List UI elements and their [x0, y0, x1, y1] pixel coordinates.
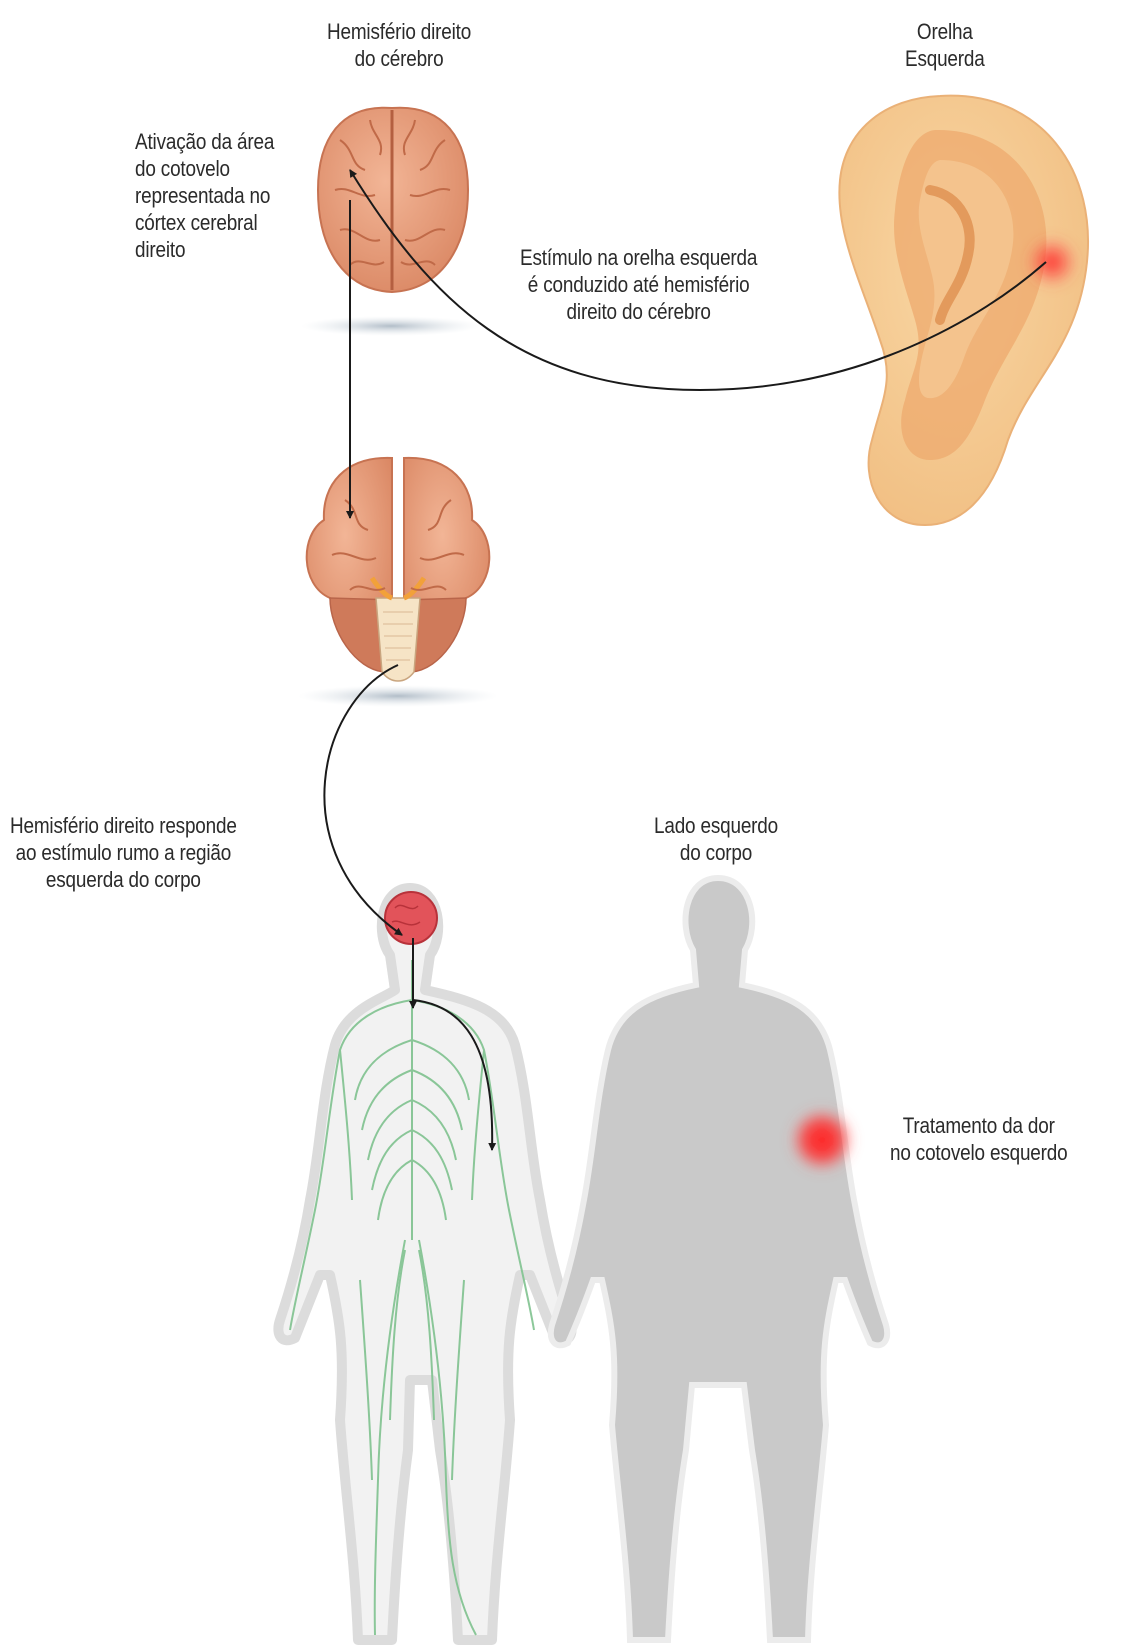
- ear-icon: [839, 96, 1088, 525]
- brain-front-view-icon: [298, 458, 498, 707]
- treatment-label: Tratamento da dor no cotovelo esquerdo: [890, 1112, 1067, 1166]
- stimulus-label: Estímulo na orelha esquerda é conduzido …: [520, 244, 757, 325]
- human-silhouette-icon: [551, 878, 887, 1640]
- brain-title-label: Hemisfério direito do cérebro: [327, 18, 471, 72]
- left-side-label: Lado esquerdo do corpo: [654, 812, 778, 866]
- response-label: Hemisfério direito responde ao estímulo …: [10, 812, 237, 893]
- activation-label: Ativação da área do cotovelo representad…: [135, 128, 274, 263]
- ear-title-label: Orelha Esquerda: [905, 18, 985, 72]
- nervous-system-body-icon: [278, 888, 571, 1640]
